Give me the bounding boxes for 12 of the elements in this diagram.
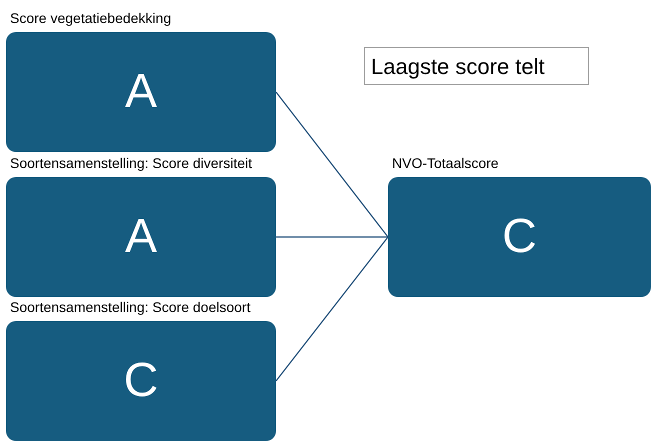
score-letter: A [124,209,157,265]
note-box: Laagste score telt [364,47,589,85]
score-letter: A [124,64,157,120]
box-heading: NVO-Totaalscore [392,154,499,173]
box-heading: Soortensamenstelling: Score diversiteit [10,154,252,173]
score-letter: C [502,209,537,265]
connector-line [276,236,388,382]
connector-line [276,92,388,238]
score-letter: C [124,353,158,409]
connector-line [276,236,388,238]
box-heading: Soortensamenstelling: Score doelsoort [10,298,250,317]
box-heading: Score vegetatiebedekking [10,9,172,28]
